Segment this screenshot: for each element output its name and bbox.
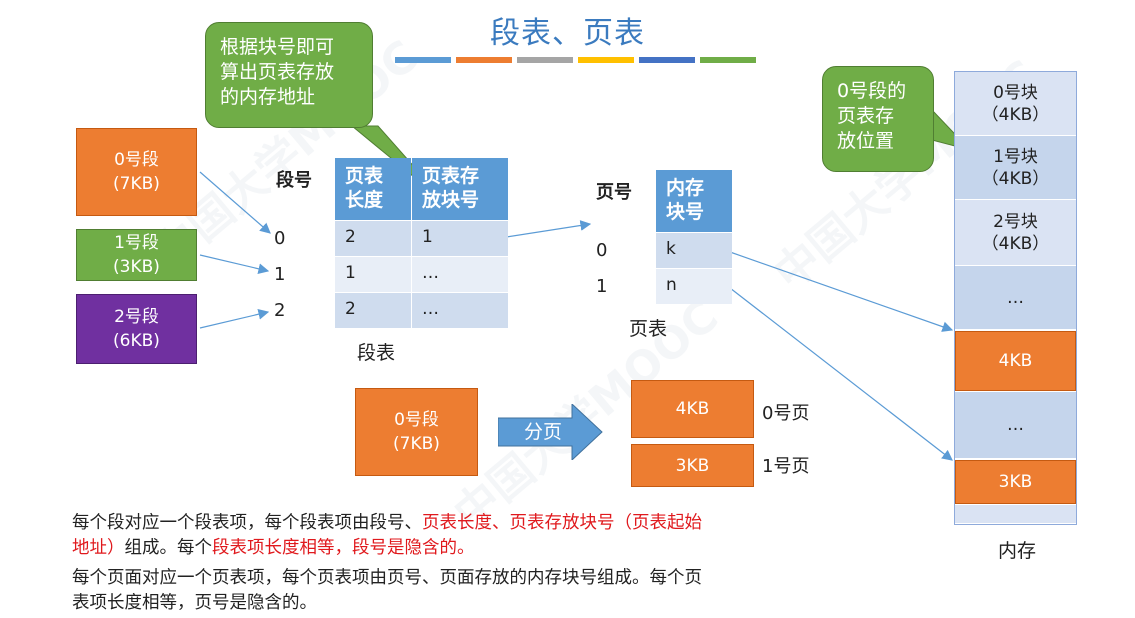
callout-right: 0号段的 页表存 放位置 <box>822 66 934 172</box>
memory-block-ellipsis: … <box>955 392 1076 459</box>
color-bar-segment <box>700 57 756 63</box>
page-table-header: 内存 块号 <box>656 170 732 232</box>
callout-left-line: 根据块号即可 <box>220 36 335 58</box>
header-line: 页表存 <box>422 165 480 187</box>
segment-table-cell: 2 <box>335 293 411 328</box>
page-0-label: 0号页 <box>762 403 810 424</box>
segment-size: (7KB) <box>113 174 160 194</box>
segment-table-header-page-block: 页表存 放块号 <box>412 158 508 220</box>
block-label: 0号块 <box>993 82 1038 103</box>
arrow-segtable-to-pagetable <box>499 220 592 239</box>
callout-right-line: 0号段的 <box>837 80 907 102</box>
segment-size: (7KB) <box>393 434 440 454</box>
callout-left-line: 算出页表存放 <box>220 61 335 83</box>
para-line: 每个页面对应一个页表项，每个页表项由页号、页面存放的内存块号组成。每个页 <box>72 568 702 588</box>
header-line: 放块号 <box>422 189 480 211</box>
header-line: 页表 <box>345 165 384 187</box>
block-size: （4KB） <box>981 233 1050 254</box>
para-text: 组成。每个 <box>124 538 213 558</box>
page-size: 4KB <box>675 399 710 419</box>
segment-name: 1号段 <box>114 233 159 253</box>
memory-block-page0: 4KB <box>955 331 1076 391</box>
slide-title: 段表、页表 <box>490 16 645 51</box>
block-size: （4KB） <box>981 104 1050 125</box>
callout-left-line: 的内存地址 <box>220 86 316 108</box>
para-text: 每个段对应一个段表项，每个段表项由段号、 <box>72 513 422 533</box>
header-line: 内存 <box>666 177 705 199</box>
segment-size: (3KB) <box>113 257 160 277</box>
segment-table-cell: 1 <box>412 221 508 256</box>
segment-index: 0 <box>274 228 286 249</box>
segment-table-cell: … <box>412 257 508 292</box>
segment-index-header: 段号 <box>276 170 312 191</box>
segment-index: 2 <box>274 300 286 321</box>
page-0-box: 4KB <box>631 380 754 438</box>
memory-block-1: 1号块 （4KB） <box>955 136 1076 200</box>
callout-right-line: 页表存 <box>837 105 895 127</box>
header-line: 长度 <box>345 189 384 211</box>
segment-table-header-page-length: 页表 长度 <box>335 158 411 220</box>
paging-arrow-label: 分页 <box>523 421 562 443</box>
page-1-label: 1号页 <box>762 456 810 477</box>
paging-segment-box: 0号段 (7KB) <box>355 388 478 476</box>
segment-name: 0号段 <box>394 410 439 430</box>
block-label: 3KB <box>998 472 1033 492</box>
arrow-seg0-to-index <box>199 171 271 234</box>
paragraph-segment-table: 每个段对应一个段表项，每个段表项由段号、页表长度、页表存放块号（页表起始地址）组… <box>72 511 912 561</box>
arrow-k-to-memory <box>729 251 954 332</box>
segment-table-cell: 2 <box>335 221 411 256</box>
page-table-caption: 页表 <box>629 318 668 340</box>
block-size: （4KB） <box>981 168 1050 189</box>
page-table-cell: k <box>656 233 732 268</box>
block-label: 1号块 <box>993 146 1038 167</box>
para-highlight: 地址） <box>72 538 125 558</box>
color-bar-segment <box>395 57 451 63</box>
page-index: 1 <box>596 276 608 297</box>
segment-2-box: 2号段 (6KB) <box>76 294 197 364</box>
page-size: 3KB <box>675 455 710 476</box>
block-label: … <box>1007 415 1024 435</box>
arrow-n-to-memory <box>729 287 953 461</box>
memory-block-2: 2号块 （4KB） <box>955 200 1076 266</box>
para-highlight: 页表长度、页表存放块号（页表起始 <box>422 513 702 533</box>
segment-size: (6KB) <box>113 331 160 351</box>
color-bar-segment <box>639 57 695 63</box>
memory-block-ellipsis: … <box>955 266 1076 330</box>
memory-block-tail <box>955 505 1076 524</box>
page-table-cell: n <box>656 269 732 304</box>
page-1-box: 3KB <box>631 444 754 487</box>
header-line: 块号 <box>666 201 705 223</box>
segment-table-caption: 段表 <box>357 342 396 364</box>
callout-left: 根据块号即可 算出页表存放 的内存地址 <box>205 22 373 128</box>
segment-name: 2号段 <box>114 307 159 327</box>
color-bar-segment <box>456 57 512 63</box>
memory-block-0: 0号块 （4KB） <box>955 72 1076 136</box>
page-index-header: 页号 <box>596 182 632 203</box>
arrow-seg1-to-index <box>199 254 270 275</box>
segment-table-cell: 1 <box>335 257 411 292</box>
block-label: 2号块 <box>993 211 1038 232</box>
paging-arrow <box>498 404 603 460</box>
callout-right-line: 放位置 <box>837 130 895 152</box>
segment-table-cell: … <box>412 293 508 328</box>
memory-caption: 内存 <box>998 540 1037 562</box>
color-bar-segment <box>517 57 573 63</box>
segment-index: 1 <box>274 264 286 285</box>
memory-frame <box>954 71 1077 525</box>
segment-0-box: 0号段 (7KB) <box>76 128 197 216</box>
para-line: 表项长度相等，页号是隐含的。 <box>72 593 317 613</box>
block-label: … <box>1007 287 1024 308</box>
para-highlight: 段表项长度相等，段号是隐含的。 <box>212 538 475 558</box>
block-label: 4KB <box>998 351 1033 371</box>
memory-block-page1: 3KB <box>955 460 1076 504</box>
page-index: 0 <box>596 240 608 261</box>
paragraph-page-table: 每个页面对应一个页表项，每个页表项由页号、页面存放的内存块号组成。每个页 表项长… <box>72 566 912 616</box>
segment-name: 0号段 <box>114 150 159 170</box>
arrow-seg2-to-index <box>199 308 270 329</box>
segment-1-box: 1号段 (3KB) <box>76 229 197 281</box>
color-bar-segment <box>578 57 634 63</box>
